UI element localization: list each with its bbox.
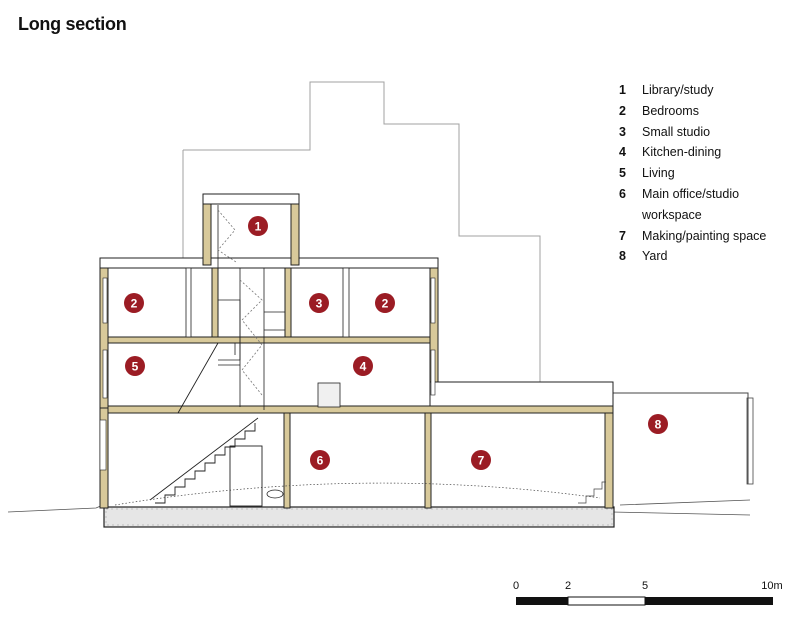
legend-number: 8 <box>619 249 626 264</box>
legend-label: Living <box>642 166 675 181</box>
legend-label: Main office/studio <box>642 186 740 201</box>
legend-item: 4 Kitchen-dining <box>619 142 766 163</box>
legend-label-continuation: workspace <box>642 207 702 222</box>
neighbour-outline <box>182 81 541 382</box>
svg-text:8: 8 <box>655 418 662 432</box>
marker-living: 5 <box>125 356 145 376</box>
legend-item: 2 Bedrooms <box>619 101 766 122</box>
legend-label: Making/painting space <box>642 228 767 243</box>
stair-living <box>108 342 259 504</box>
svg-text:6: 6 <box>317 454 324 468</box>
floor-first <box>107 405 614 414</box>
partition-c <box>283 412 291 509</box>
legend-item: 7 Making/painting space <box>619 226 766 247</box>
window-right-2 <box>430 349 436 396</box>
scale-bar: 0 2 5 10m <box>513 580 783 606</box>
window-right-1 <box>430 277 436 324</box>
tower-wall-right <box>290 194 300 266</box>
scale-label-0: 0 <box>513 580 519 592</box>
studio-floor-curve <box>114 482 601 506</box>
scale-label-5: 5 <box>642 580 648 592</box>
svg-text:3: 3 <box>316 297 323 311</box>
basin <box>266 489 284 499</box>
marker-bedroom-right: 2 <box>375 293 395 313</box>
partition-a <box>185 267 192 338</box>
svg-text:2: 2 <box>131 297 138 311</box>
legend-number: 3 <box>619 124 626 139</box>
window-left-3 <box>99 419 107 471</box>
roof-studio <box>429 381 614 410</box>
partition-f <box>284 267 292 338</box>
marker-office: 6 <box>310 450 330 470</box>
svg-text:5: 5 <box>132 360 139 374</box>
room-legend: 1 Library/study 2 Bedrooms 3 Small studi… <box>619 80 766 267</box>
scale-label-2: 2 <box>565 580 571 592</box>
legend-number: 6 <box>619 186 626 201</box>
legend-number: 5 <box>619 166 626 181</box>
stair-core <box>217 205 286 410</box>
drawing-title: Long section <box>18 14 127 34</box>
yard-wall <box>612 392 749 484</box>
kitchen-box <box>317 382 341 408</box>
marker-library: 1 <box>248 216 268 236</box>
legend-item: 1 Library/study <box>619 80 766 101</box>
legend-label: Kitchen-dining <box>642 145 722 160</box>
window-left-1 <box>102 277 108 324</box>
tower-roof <box>202 193 300 205</box>
legend-number: 2 <box>619 103 626 118</box>
legend-number: 1 <box>619 83 626 97</box>
foundation-slab <box>103 506 615 528</box>
svg-text:1: 1 <box>255 220 262 234</box>
legend-label: Small studio <box>642 124 711 139</box>
marker-small-studio: 3 <box>309 293 329 313</box>
legend-item: 3 Small studio <box>619 122 766 143</box>
door-frame <box>229 445 263 507</box>
legend-number: 7 <box>619 228 626 243</box>
partition-d <box>424 412 432 509</box>
partition-e <box>211 267 219 338</box>
window-left-2 <box>102 349 108 399</box>
marker-bedroom-left: 2 <box>124 293 144 313</box>
yard-steps <box>578 481 606 504</box>
svg-text:4: 4 <box>360 360 367 374</box>
legend-label: Bedrooms <box>642 103 699 118</box>
legend-item: 5 Living <box>619 163 766 184</box>
scale-label-10: 10m <box>761 580 782 592</box>
yard-post <box>746 397 754 485</box>
svg-text:2: 2 <box>382 297 389 311</box>
tower-wall-left <box>202 194 212 266</box>
marker-making: 7 <box>471 450 491 470</box>
legend-label: Yard <box>642 249 668 264</box>
legend-item: 8 Yard <box>619 246 766 267</box>
partition-b <box>342 267 350 338</box>
floor-second <box>107 336 431 344</box>
legend-number: 4 <box>619 145 626 160</box>
legend-label: Library/study <box>642 83 714 97</box>
roof-main <box>99 257 439 269</box>
legend-item: 6 Main office/studio <box>619 184 766 205</box>
foundation-hatch <box>105 508 613 526</box>
marker-kitchen: 4 <box>353 356 373 376</box>
marker-yard: 8 <box>648 414 668 434</box>
svg-text:7: 7 <box>478 454 485 468</box>
